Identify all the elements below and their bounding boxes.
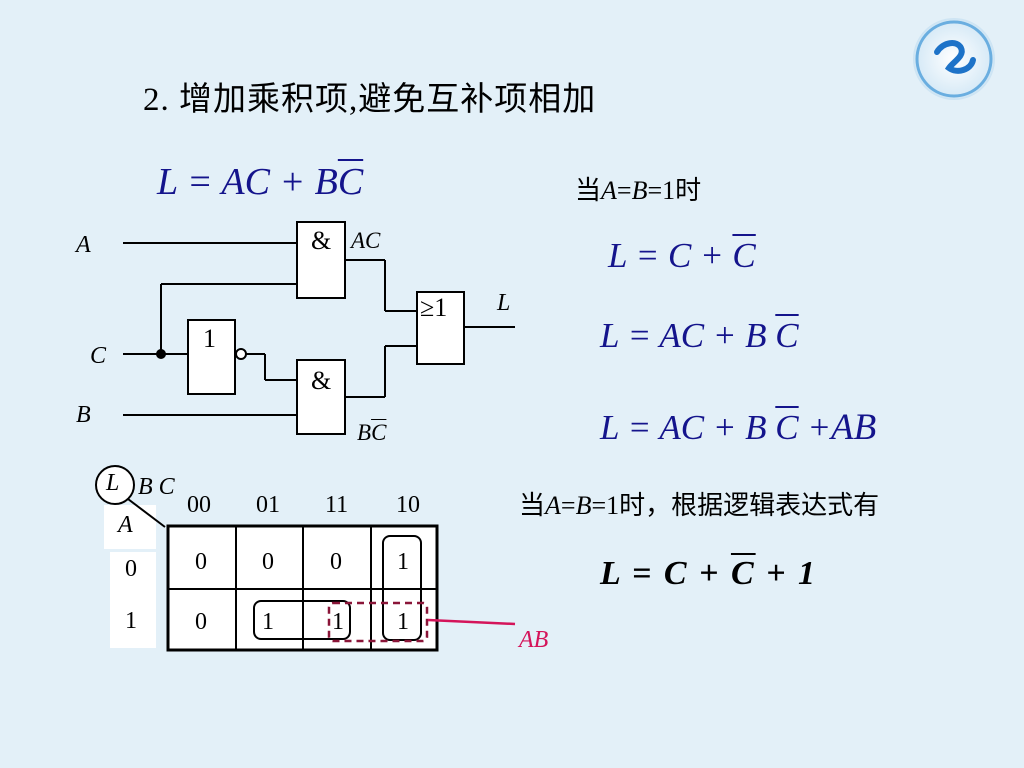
input-a-label: A [76,232,91,258]
kmap-col-header: 10 [396,492,420,518]
condition-1-text: 当A=B=1时 [575,176,702,205]
and-gate-1-symbol: & [311,226,332,255]
input-b-label: B [76,402,91,428]
and-gate-2-symbol: & [311,366,332,395]
input-c-label: C [90,343,107,369]
kmap-cell: 0 [330,549,342,575]
kmap-group-ab [327,601,429,643]
inverter-bubble [235,348,247,360]
not-gate [187,319,236,395]
main-equation: L = AC + BC [157,161,364,203]
ac-label: AC [351,228,381,253]
kmap-cell: 1 [262,609,274,635]
junction-dot [156,349,166,359]
kmap-col-header: 11 [325,492,349,518]
final-equation: L = C + C + 1 [600,555,817,592]
kmap-cell: 1 [397,549,409,575]
kmap-cell: 1 [397,609,409,635]
kmap-col-vars: B C [138,474,175,500]
kmap-row-var: A [118,512,133,538]
kmap-col-header: 00 [187,492,211,518]
condition-2-text: 当A=B=1时，根据逻辑表达式有 [519,491,880,520]
kmap-cell: 0 [262,549,274,575]
kmap-row-var-bg [104,505,156,549]
school-logo-icon [913,18,995,100]
kmap-row-header: 0 [125,556,137,582]
kmap-cell: 1 [332,609,344,635]
equation-1: L = C + C [608,236,756,275]
kmap-corner-label: L [106,470,120,496]
not-gate-symbol: 1 [203,324,216,353]
kmap-row-header: 1 [125,608,137,634]
kmap-group-c-bar [382,535,422,641]
output-l-label: L [497,290,511,316]
equation-3: L = AC + B C +AB [600,407,877,448]
logic-circuit-diagram [123,221,515,435]
kmap-cell: 0 [195,609,207,635]
or-gate [416,291,465,365]
and-gate-1 [296,221,346,299]
kmap-row-headers-bg [110,552,156,648]
kmap-group-label: AB [519,627,549,653]
equation-2: L = AC + B C [600,316,799,355]
slide-title: 2. 增加乘积项,避免互补项相加 [143,82,597,118]
kmap-cell: 0 [195,549,207,575]
bc-label: BC [357,420,387,445]
kmap-col-header: 01 [256,492,280,518]
or-gate-symbol: ≥1 [420,293,448,322]
kmap-group-ac [253,600,351,640]
and-gate-2 [296,359,346,435]
